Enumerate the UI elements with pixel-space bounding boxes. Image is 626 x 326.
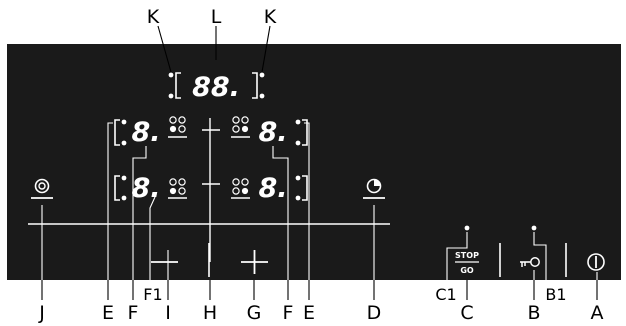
callout-F-right: F [283, 302, 294, 324]
callout-E-right: E [303, 302, 315, 324]
timer-dot-right-top [259, 72, 265, 78]
left-zone-indicators [114, 119, 127, 201]
callout-K-left: K [147, 6, 160, 28]
callout-H: H [203, 302, 217, 324]
callout-L: L [211, 6, 222, 28]
internal-leaders [41, 122, 598, 280]
timer-bracket-right [252, 72, 258, 99]
go-label: GO [460, 266, 474, 275]
timer-display: 88. [168, 72, 265, 103]
zone-icon-top-right[interactable] [231, 116, 250, 138]
zone-divider-cross [202, 118, 220, 262]
timer-dot-left-bottom [168, 93, 174, 99]
leader-lines [41, 25, 598, 300]
callout-D: D [367, 302, 382, 324]
timer-digits: 88. [192, 72, 240, 103]
timer-dot-right-bottom [259, 93, 265, 99]
key-lock-indicator [531, 225, 537, 231]
control-panel [7, 44, 621, 280]
callout-A: A [591, 302, 604, 324]
timer-dot-left-top [168, 72, 174, 78]
zone-digit-bottom-left: 8. [131, 173, 160, 204]
timer-bracket-left [175, 72, 181, 99]
zone-digit-bottom-right: 8. [258, 173, 287, 204]
zone-icon-top-left[interactable] [168, 116, 187, 138]
callout-B1: B1 [545, 285, 566, 304]
zone-icon-bottom-right[interactable] [231, 178, 250, 199]
timer-icon[interactable] [363, 178, 385, 199]
zone-digit-top-right: 8. [258, 117, 287, 148]
plus-icon[interactable] [241, 250, 268, 274]
callout-I: I [165, 302, 171, 324]
callout-B: B [527, 302, 540, 324]
callout-C: C [460, 302, 473, 324]
key-lock-icon[interactable] [520, 225, 540, 267]
zone-icon-bottom-left[interactable] [168, 178, 187, 199]
callout-E-left: E [102, 302, 114, 324]
stop-go-button[interactable]: STOP GO [455, 225, 479, 275]
right-zone-indicators [295, 119, 308, 201]
stop-label: STOP [455, 251, 479, 260]
bridge-zone-icon[interactable] [31, 178, 53, 199]
callout-C1: C1 [435, 285, 456, 304]
callout-J: J [38, 302, 45, 324]
callout-G: G [247, 302, 262, 324]
callout-K-right: K [264, 6, 277, 28]
callout-F-left: F [128, 302, 139, 324]
stop-go-indicator [464, 225, 470, 231]
zone-digit-top-left: 8. [131, 117, 160, 148]
callout-F1: F1 [143, 285, 162, 304]
power-icon[interactable] [587, 253, 605, 271]
